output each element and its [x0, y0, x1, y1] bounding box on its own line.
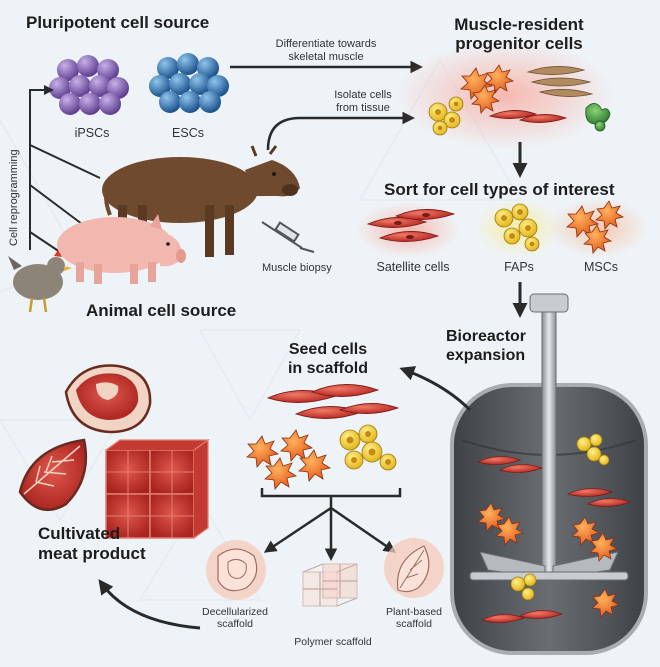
- product-arrow: [98, 579, 201, 630]
- seed-cells-group: [246, 384, 400, 490]
- seed-title-line2: in scaffold: [287, 360, 368, 377]
- product-title-line1: Cultivated: [38, 524, 121, 543]
- seed-title-line1: Seed cells: [288, 341, 368, 358]
- ipsc-cluster: [49, 55, 129, 115]
- animal-title: Animal cell source: [86, 301, 237, 320]
- reprogramming-bracket: [29, 85, 101, 253]
- polymer-scaffold: [302, 563, 358, 607]
- plant-based-label-line2: scaffold: [396, 618, 432, 630]
- chicken-illustration: [8, 250, 72, 313]
- reprogramming-label: Cell reprogramming: [8, 149, 20, 246]
- polymer-label: Polymer scaffold: [294, 636, 372, 648]
- progenitor-title-line1: Muscle-resident: [454, 15, 584, 34]
- faps-illustration: [474, 198, 562, 258]
- faps-label: FAPs: [504, 260, 534, 274]
- meat-steak-illustration: [64, 364, 152, 434]
- pig-illustration: [57, 214, 186, 284]
- differentiate-label-line2: skeletal muscle: [288, 51, 364, 63]
- satellite-label: Satellite cells: [376, 260, 450, 274]
- mscs-label: MSCs: [583, 260, 619, 274]
- biopsy-label: Muscle biopsy: [262, 262, 332, 274]
- plant-based-scaffold: [384, 538, 444, 598]
- bioreactor-title-line2: expansion: [446, 347, 526, 364]
- meat-leaf-illustration: [18, 438, 88, 512]
- bioreactor-cells: [477, 433, 632, 623]
- product-title-line2: meat product: [38, 544, 146, 563]
- progenitor-title-line2: progenitor cells: [455, 34, 583, 53]
- satellite-cells-illustration: [356, 202, 460, 258]
- isolate-arrow: [266, 111, 415, 151]
- ipsc-label: iPSCs: [74, 126, 110, 140]
- decellularized-label-line2: scaffold: [217, 618, 253, 630]
- decellularized-label-line1: Decellularized: [202, 606, 268, 618]
- plant-based-label-line1: Plant-based: [385, 606, 443, 618]
- meat-grid-illustration: [105, 438, 210, 539]
- sort-title: Sort for cell types of interest: [384, 180, 615, 199]
- seed-arrow: [399, 366, 472, 412]
- syringe-icon: [261, 221, 315, 253]
- pluripotent-title: Pluripotent cell source: [26, 13, 210, 32]
- progenitor-cells-group: [395, 40, 615, 150]
- decellularized-scaffold: [206, 540, 266, 600]
- differentiate-label-line1: Differentiate towards: [275, 38, 377, 50]
- isolate-label-line1: Isolate cells: [334, 89, 392, 101]
- bioreactor-title-line1: Bioreactor: [446, 328, 527, 345]
- scaffold-bracket: [260, 488, 402, 561]
- esc-cluster: [149, 53, 229, 113]
- isolate-label-line2: from tissue: [336, 102, 390, 114]
- background-pattern: [0, 58, 522, 601]
- esc-label: ESCs: [172, 126, 204, 140]
- mscs-illustration: [548, 198, 648, 258]
